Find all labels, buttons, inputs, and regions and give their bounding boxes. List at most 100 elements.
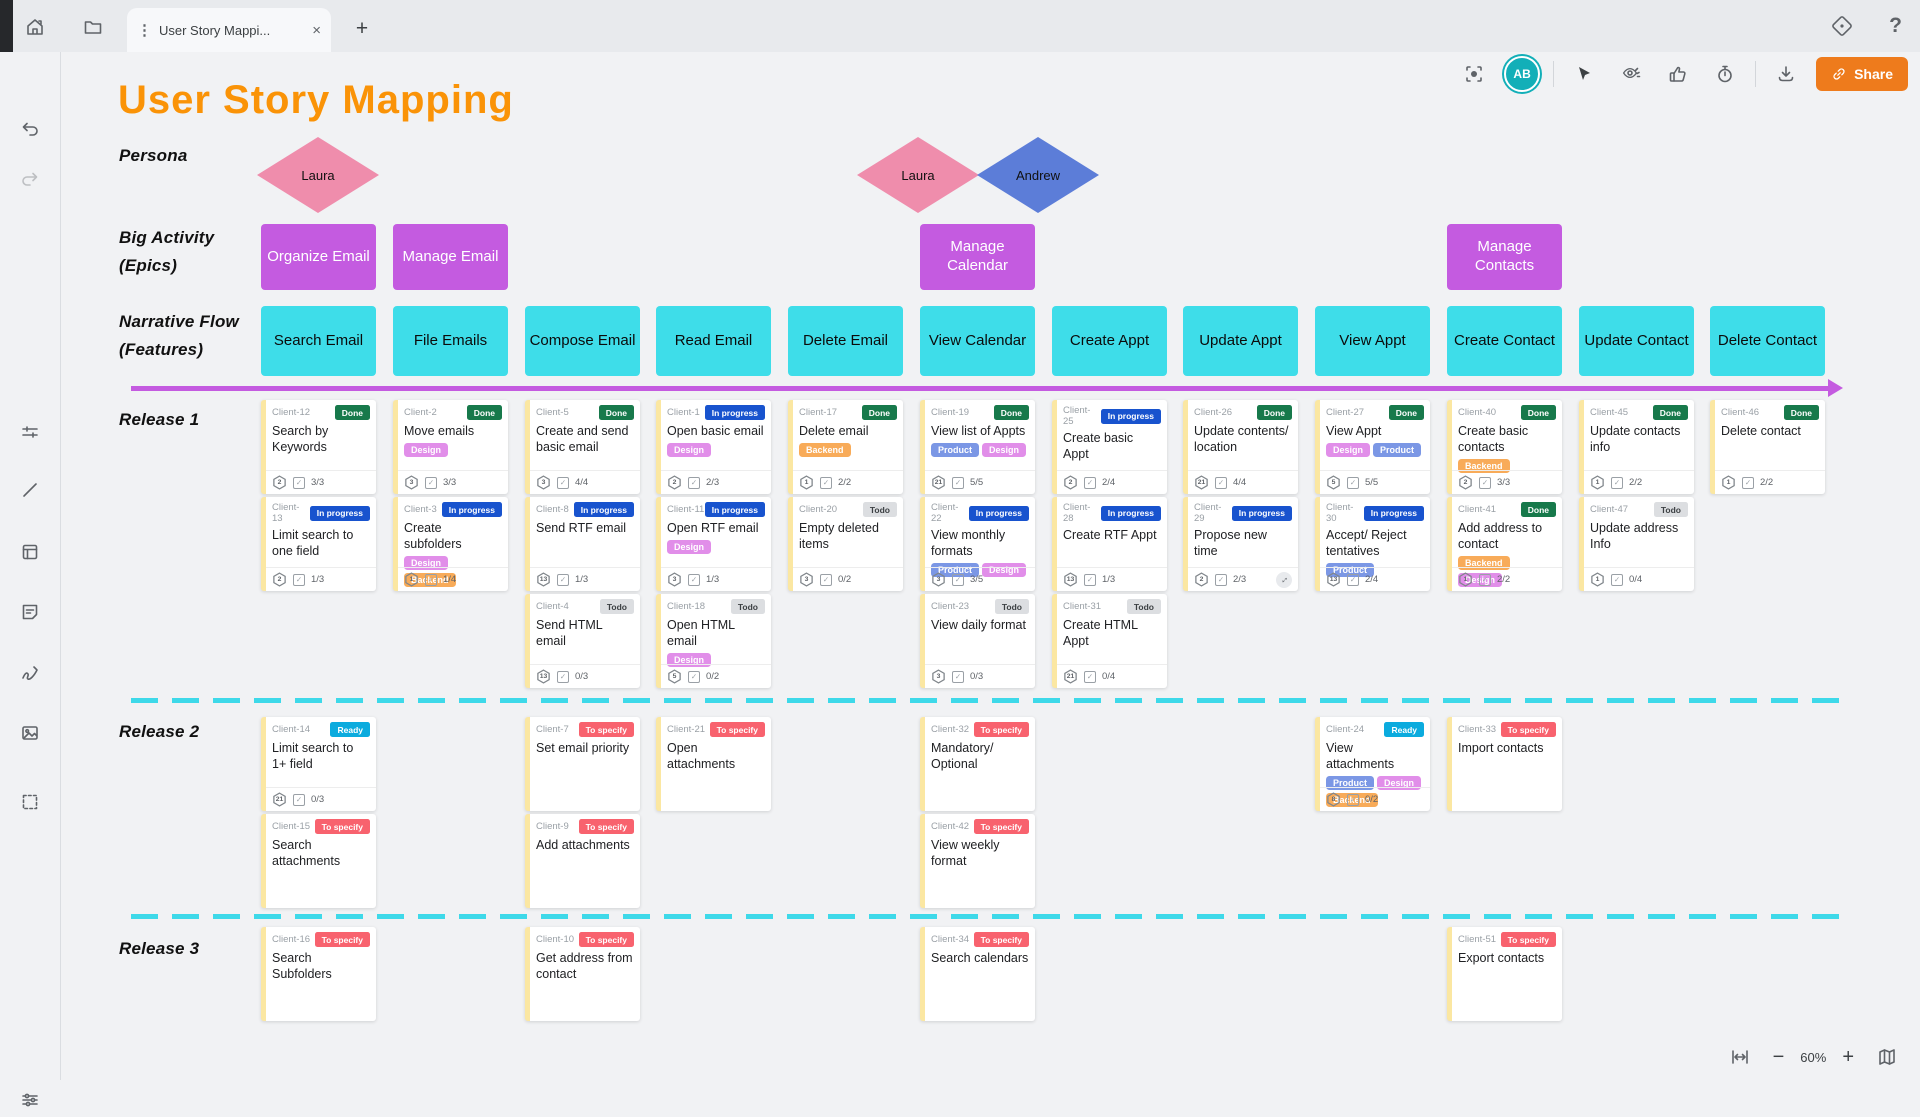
epic-box[interactable]: Manage Contacts: [1447, 224, 1562, 290]
zoom-in-button[interactable]: +: [1842, 1046, 1854, 1069]
card-tool-button[interactable]: [13, 595, 47, 629]
select-area-button[interactable]: [13, 785, 47, 819]
release-3-label[interactable]: Release 3: [119, 939, 199, 959]
feature-box[interactable]: Create Appt: [1052, 306, 1167, 376]
fit-to-screen-button[interactable]: [1723, 1040, 1757, 1074]
reactions-button[interactable]: [1661, 57, 1695, 91]
pen-tool-button[interactable]: [13, 656, 47, 690]
feature-box[interactable]: View Appt: [1315, 306, 1430, 376]
expand-icon[interactable]: ↔: [1276, 572, 1292, 588]
persona-diamond[interactable]: Laura: [857, 137, 979, 213]
tab-menu-icon[interactable]: ⋮: [137, 21, 151, 39]
line-tool-button[interactable]: [13, 473, 47, 507]
epic-box[interactable]: Manage Calendar: [920, 224, 1035, 290]
feature-box[interactable]: File Emails: [393, 306, 508, 376]
zoom-out-button[interactable]: −: [1773, 1046, 1785, 1069]
redo-button[interactable]: [13, 162, 47, 196]
frame-tool-button[interactable]: [13, 535, 47, 569]
avatar[interactable]: AB: [1504, 56, 1540, 92]
persona-diamond[interactable]: Andrew: [977, 137, 1099, 213]
cursor-mode-button[interactable]: [1567, 57, 1601, 91]
board-title[interactable]: User Story Mapping: [118, 78, 514, 123]
help-button[interactable]: ?: [1889, 14, 1902, 38]
epics-row-label[interactable]: Big Activity: [119, 228, 214, 248]
undo-button[interactable]: [13, 112, 47, 146]
navigator-button[interactable]: [1825, 9, 1859, 43]
release-1-label[interactable]: Release 1: [119, 410, 199, 430]
minimap-button[interactable]: [1870, 1040, 1904, 1074]
feature-box[interactable]: Delete Contact: [1710, 306, 1825, 376]
timer-button[interactable]: [1708, 57, 1742, 91]
feature-box[interactable]: Delete Email: [788, 306, 903, 376]
feature-box[interactable]: Compose Email: [525, 306, 640, 376]
feature-box[interactable]: Update Appt: [1183, 306, 1298, 376]
screenshot-button[interactable]: [1457, 57, 1491, 91]
feature-box[interactable]: Search Email: [261, 306, 376, 376]
canvas-settings-button[interactable]: [13, 1083, 47, 1117]
connector-tool-button[interactable]: [13, 415, 47, 449]
feature-box[interactable]: Update Contact: [1579, 306, 1694, 376]
follow-presence-button[interactable]: [1614, 57, 1648, 91]
zoom-level[interactable]: 60%: [1800, 1050, 1826, 1065]
persona-diamond[interactable]: Laura: [257, 137, 379, 213]
tab-close-icon[interactable]: ×: [312, 22, 321, 39]
features-row-label[interactable]: Narrative Flow: [119, 312, 239, 332]
download-button[interactable]: [1769, 57, 1803, 91]
feature-box[interactable]: Create Contact: [1447, 306, 1562, 376]
image-tool-button[interactable]: [13, 716, 47, 750]
home-button[interactable]: [18, 10, 52, 44]
board-tab[interactable]: ⋮ User Story Mappi... ×: [127, 8, 331, 52]
epic-box[interactable]: Manage Email: [393, 224, 508, 290]
feature-box[interactable]: View Calendar: [920, 306, 1035, 376]
epic-box[interactable]: Organize Email: [261, 224, 376, 290]
card-title: View monthly formats: [931, 527, 1029, 559]
new-tab-button[interactable]: +: [347, 14, 377, 44]
share-button[interactable]: Share: [1816, 57, 1908, 91]
persona-row-label[interactable]: Persona: [119, 146, 188, 166]
feature-box[interactable]: Read Email: [656, 306, 771, 376]
folder-button[interactable]: [76, 10, 110, 44]
card-footer: 21✓0/3: [266, 787, 376, 811]
release-2-label[interactable]: Release 2: [119, 722, 199, 742]
